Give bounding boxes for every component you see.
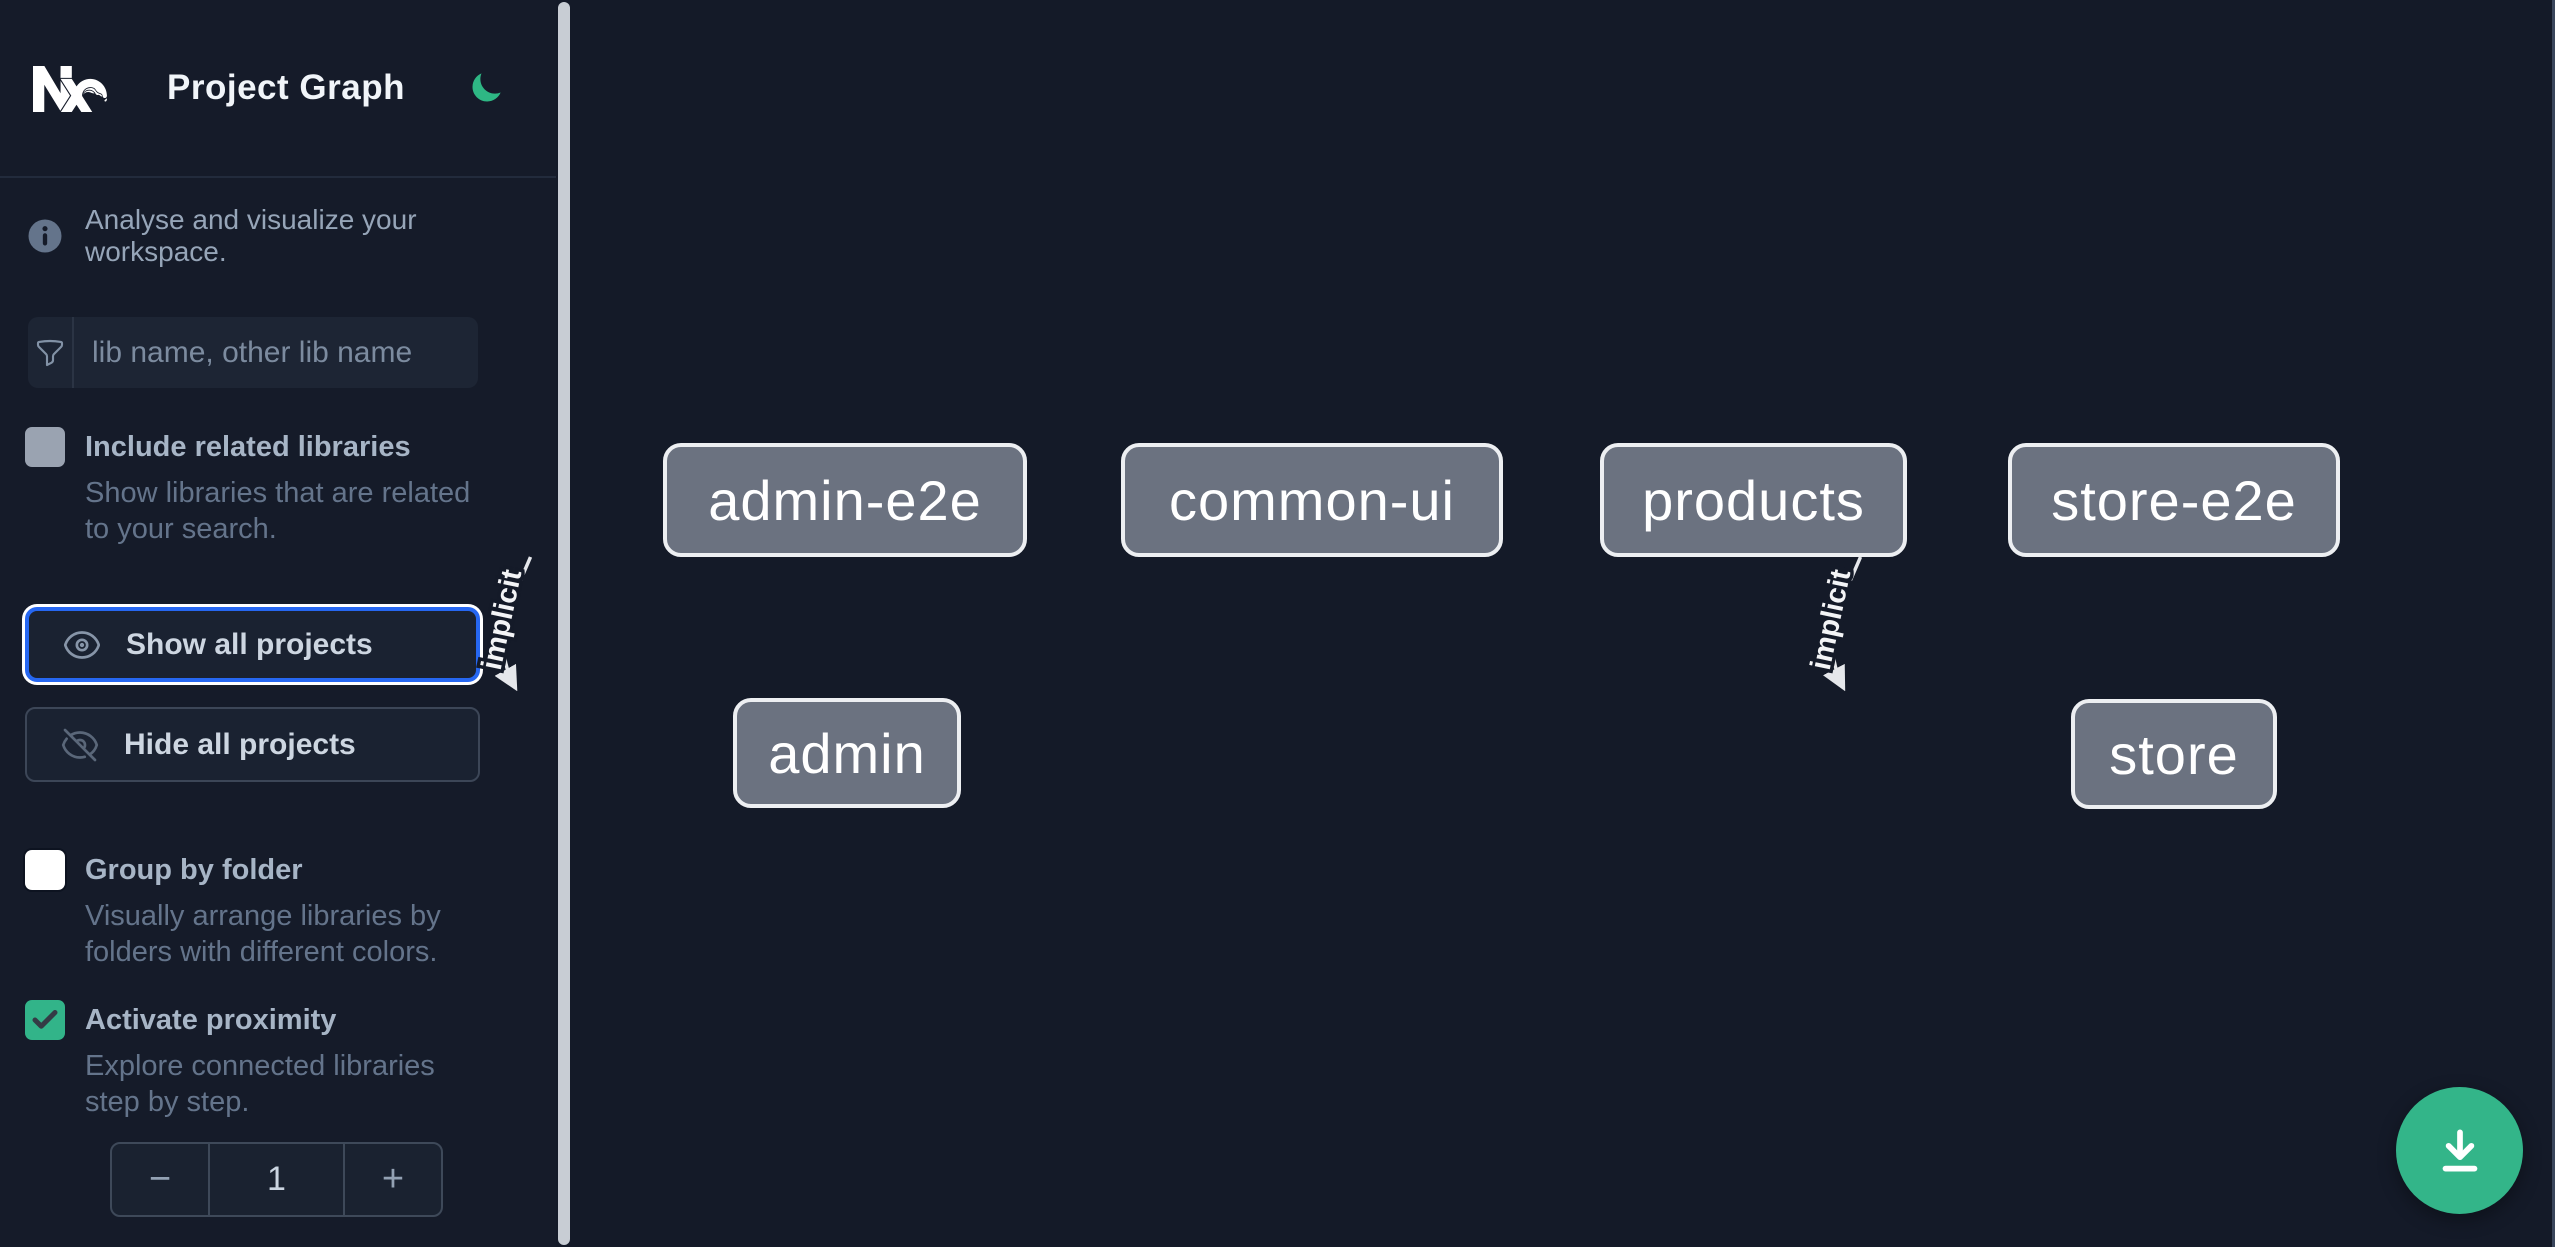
nx-logo-icon <box>33 66 108 112</box>
workspace-info: Analyse and visualize your workspace. <box>27 204 527 268</box>
toggle-label[interactable]: Activate proximity <box>85 1003 337 1036</box>
toggle-label[interactable]: Group by folder <box>85 853 303 886</box>
button-label: Hide all projects <box>124 727 356 761</box>
node-label: admin <box>768 721 926 785</box>
check-icon <box>32 1010 58 1029</box>
edge-label: implicit <box>1805 566 1857 672</box>
project-node-store[interactable]: store <box>2071 699 2277 809</box>
toggle-activate-proximity: Activate proximity Explore connected lib… <box>25 1000 465 1120</box>
info-icon <box>28 219 62 253</box>
include-related-checkbox[interactable] <box>25 427 65 467</box>
toggle-description: Explore connected libraries step by step… <box>85 1050 435 1118</box>
search-input[interactable] <box>74 317 478 388</box>
hide-all-projects-button[interactable]: Hide all projects <box>25 707 480 782</box>
graph-canvas[interactable]: implicit implicit admin-e2e common-ui pr… <box>472 0 2555 1247</box>
eye-icon <box>63 630 101 659</box>
download-graph-button[interactable] <box>2396 1087 2523 1214</box>
funnel-icon <box>28 317 74 388</box>
project-node-products[interactable]: products <box>1600 443 1907 557</box>
info-text: Analyse and visualize your workspace. <box>85 204 417 267</box>
proximity-stepper: − 1 + <box>110 1142 443 1217</box>
project-node-store-e2e[interactable]: store-e2e <box>2008 443 2340 557</box>
page-title: Project Graph <box>167 68 405 107</box>
toggle-include-related: Include related libraries Show libraries… <box>25 427 470 547</box>
sidebar: Project Graph Analyse and visualize your… <box>0 0 556 1247</box>
button-label: Show all projects <box>126 627 373 661</box>
node-label: store <box>2109 722 2239 786</box>
toggle-description: Visually arrange libraries by folders wi… <box>85 900 441 968</box>
window-edge <box>2552 0 2555 1247</box>
node-label: store-e2e <box>2051 468 2297 532</box>
increment-button[interactable]: + <box>381 1158 405 1200</box>
node-label: products <box>1642 468 1865 532</box>
group-by-folder-checkbox[interactable] <box>25 850 65 890</box>
project-node-admin-e2e[interactable]: admin-e2e <box>663 443 1027 557</box>
decrement-button[interactable]: − <box>148 1158 172 1200</box>
proximity-depth-value: 1 <box>208 1144 345 1215</box>
sidebar-scrollbar[interactable] <box>558 2 570 1245</box>
moon-icon[interactable] <box>468 70 504 106</box>
edge-store-e2e-to-store <box>1823 556 1863 692</box>
show-all-projects-button[interactable]: Show all projects <box>25 607 480 682</box>
node-label: common-ui <box>1169 468 1455 532</box>
sidebar-header: Project Graph <box>0 0 556 178</box>
project-node-common-ui[interactable]: common-ui <box>1121 443 1503 557</box>
eye-slash-icon <box>61 728 99 761</box>
toggle-label[interactable]: Include related libraries <box>85 430 411 463</box>
download-icon <box>2442 1129 2477 1171</box>
node-label: admin-e2e <box>708 468 982 532</box>
toggle-description: Show libraries that are related to your … <box>85 477 471 545</box>
search-box <box>28 317 478 388</box>
toggle-group-by-folder: Group by folder Visually arrange librari… <box>25 850 465 970</box>
project-node-admin[interactable]: admin <box>733 698 961 808</box>
activate-proximity-checkbox[interactable] <box>25 1000 65 1040</box>
